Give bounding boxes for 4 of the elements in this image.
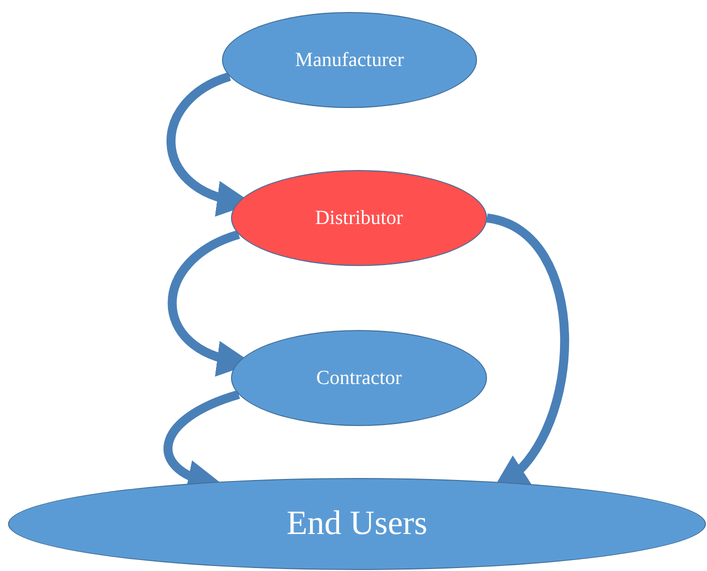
node-label: Manufacturer — [295, 48, 404, 72]
node-label: End Users — [286, 504, 428, 544]
node-label: Distributor — [315, 206, 403, 230]
node-label: Contractor — [316, 366, 402, 390]
